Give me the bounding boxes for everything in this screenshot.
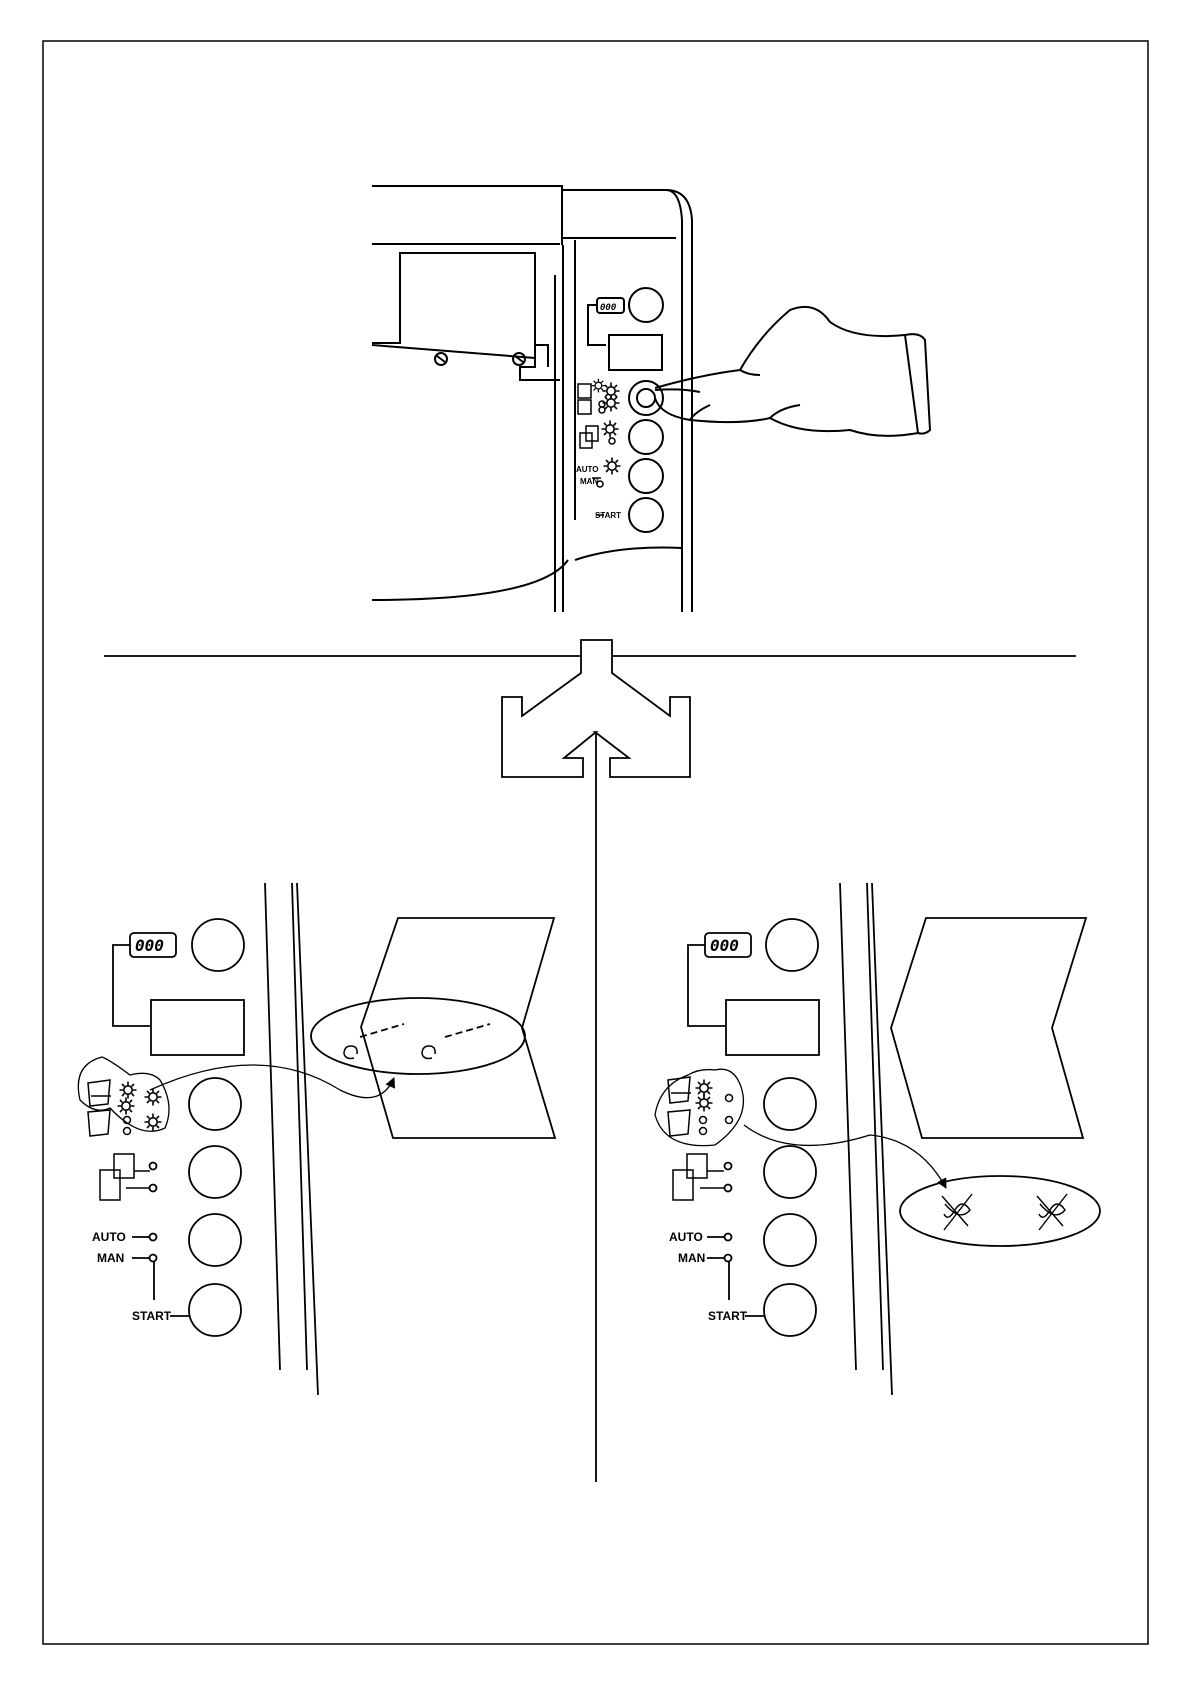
right-suns [696,1080,713,1112]
top-auto-label: AUTO [576,465,599,474]
right-auto-label: AUTO [669,1230,703,1244]
top-counter-display: 000 [600,303,617,313]
top-illustration [372,186,930,612]
top-man-label: MAN [580,477,598,486]
right-man-label: MAN [678,1251,705,1265]
top-start-label: START [595,511,621,520]
right-start-label: START [708,1309,748,1323]
left-start-label: START [132,1309,172,1323]
left-leds [124,1117,131,1135]
left-auto-label: AUTO [92,1230,126,1244]
split-arrow [104,640,1076,1482]
left-man-label: MAN [97,1251,124,1265]
right-leds [700,1095,733,1135]
right-counter-display: 000 [710,936,739,955]
left-suns [118,1082,162,1131]
left-counter-display: 000 [135,936,164,955]
